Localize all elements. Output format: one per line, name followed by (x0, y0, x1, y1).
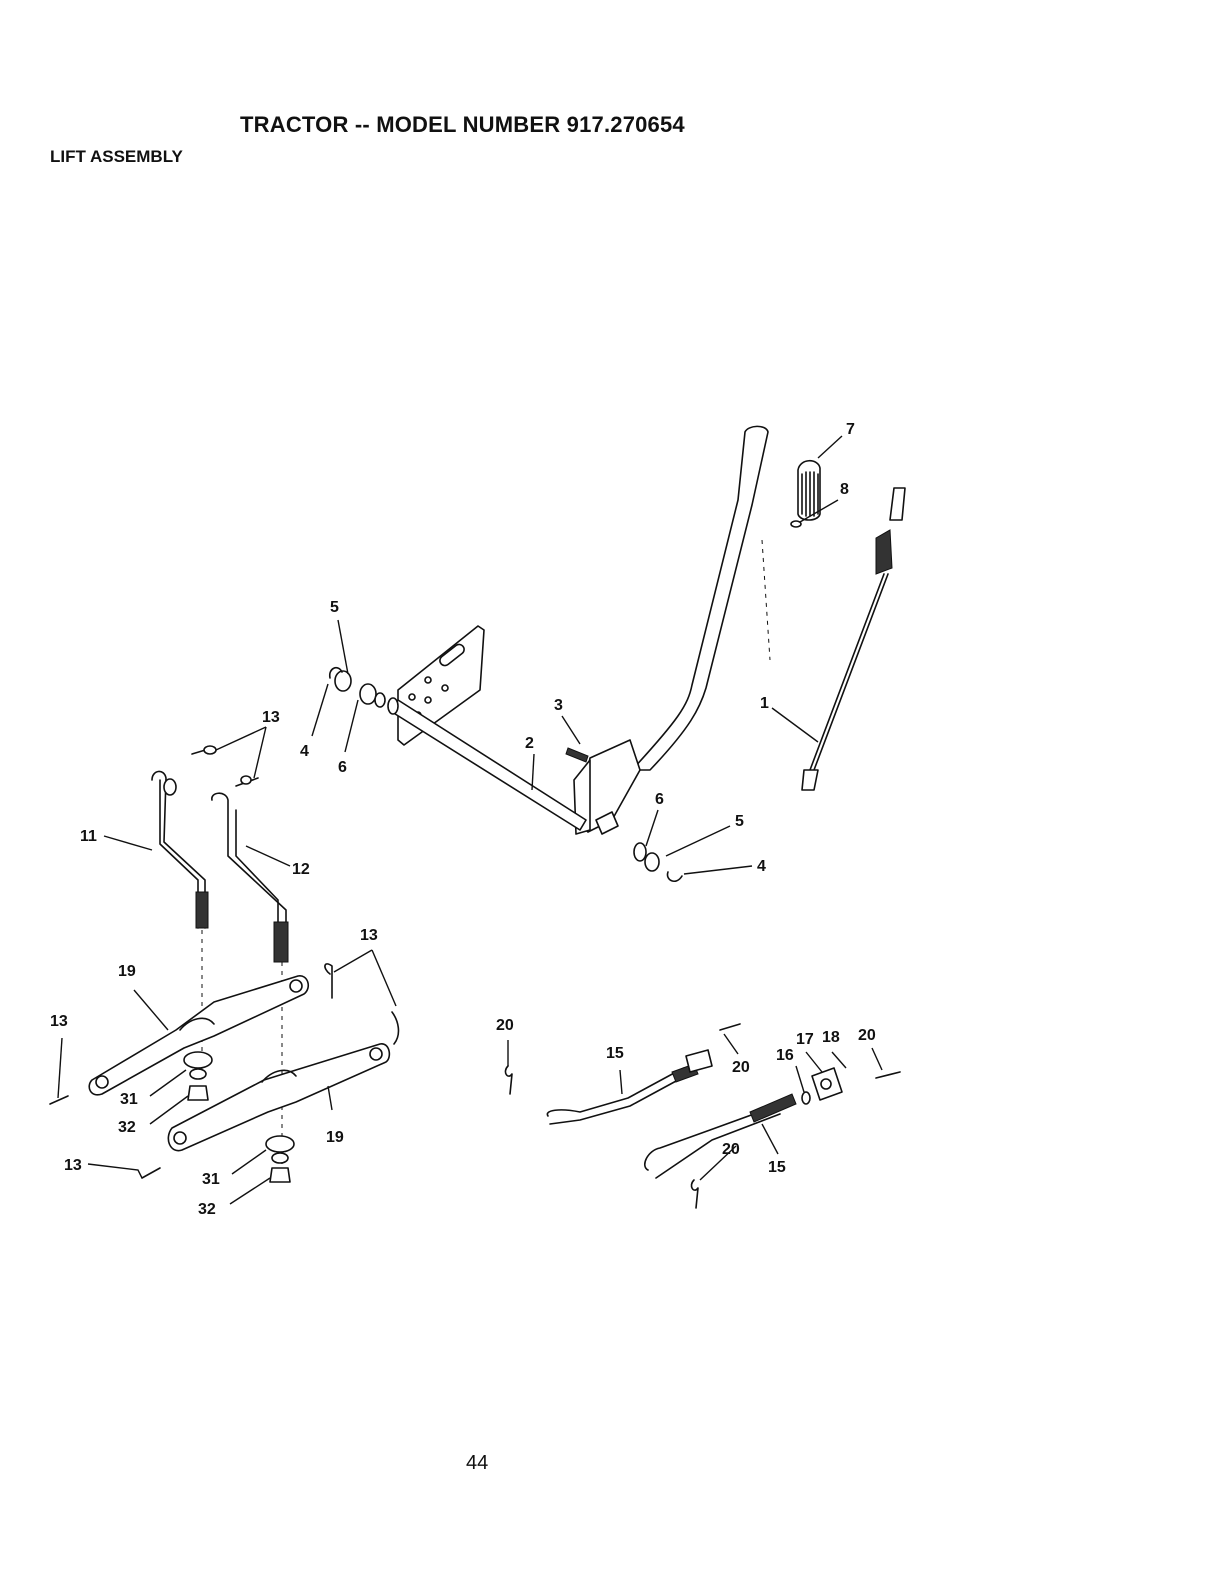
lift-link-rod (802, 488, 905, 790)
callout-2: 2 (525, 735, 534, 752)
pin-3 (566, 748, 588, 762)
callout-11: 11 (80, 828, 97, 845)
callout-15: 15 (606, 1045, 624, 1062)
callout-1: 1 (760, 695, 769, 712)
callout-8: 8 (840, 481, 849, 498)
callout-15: 15 (768, 1159, 786, 1176)
adjuster-block (802, 1068, 842, 1104)
ferrule-lower (266, 1136, 294, 1182)
adjuster-rod-upper (547, 1050, 712, 1124)
callout-31: 31 (202, 1171, 220, 1188)
lift-lever (574, 426, 768, 834)
callout-13: 13 (262, 709, 280, 726)
callout-31: 31 (120, 1091, 138, 1108)
callout-20: 20 (722, 1141, 740, 1158)
callout-16: 16 (776, 1047, 794, 1064)
callout-19: 19 (118, 963, 136, 980)
callout-6: 6 (338, 759, 347, 776)
callout-20: 20 (858, 1027, 876, 1044)
washer-left (335, 671, 385, 707)
callout-labels: 1 2 3 4 4 5 5 6 6 7 8 11 12 13 13 13 13 … (50, 421, 876, 1218)
callout-3: 3 (554, 697, 563, 714)
clevis-pin-upper (192, 746, 258, 786)
callout-19: 19 (326, 1129, 344, 1146)
lift-link-11 (152, 771, 208, 928)
callout-13: 13 (360, 927, 378, 944)
callout-4: 4 (757, 858, 766, 875)
callout-5: 5 (330, 599, 339, 616)
callout-5: 5 (735, 813, 744, 830)
washer-right (634, 843, 682, 881)
leader-lines (58, 436, 882, 1204)
centerline-grip (762, 540, 770, 660)
callout-20: 20 (732, 1059, 750, 1076)
hand-grip (791, 461, 820, 527)
callout-13: 13 (50, 1013, 68, 1030)
callout-17: 17 (796, 1031, 814, 1048)
callout-18: 18 (822, 1029, 840, 1046)
callout-4: 4 (300, 743, 309, 760)
callout-12: 12 (292, 861, 310, 878)
callout-32: 32 (198, 1201, 216, 1218)
callout-6: 6 (655, 791, 664, 808)
callout-32: 32 (118, 1119, 136, 1136)
ferrule-upper (184, 1052, 212, 1100)
callout-20: 20 (496, 1017, 514, 1034)
page-number: 44 (466, 1452, 488, 1475)
lift-link-12 (212, 793, 288, 962)
callout-13: 13 (64, 1157, 82, 1174)
callout-7: 7 (846, 421, 855, 438)
